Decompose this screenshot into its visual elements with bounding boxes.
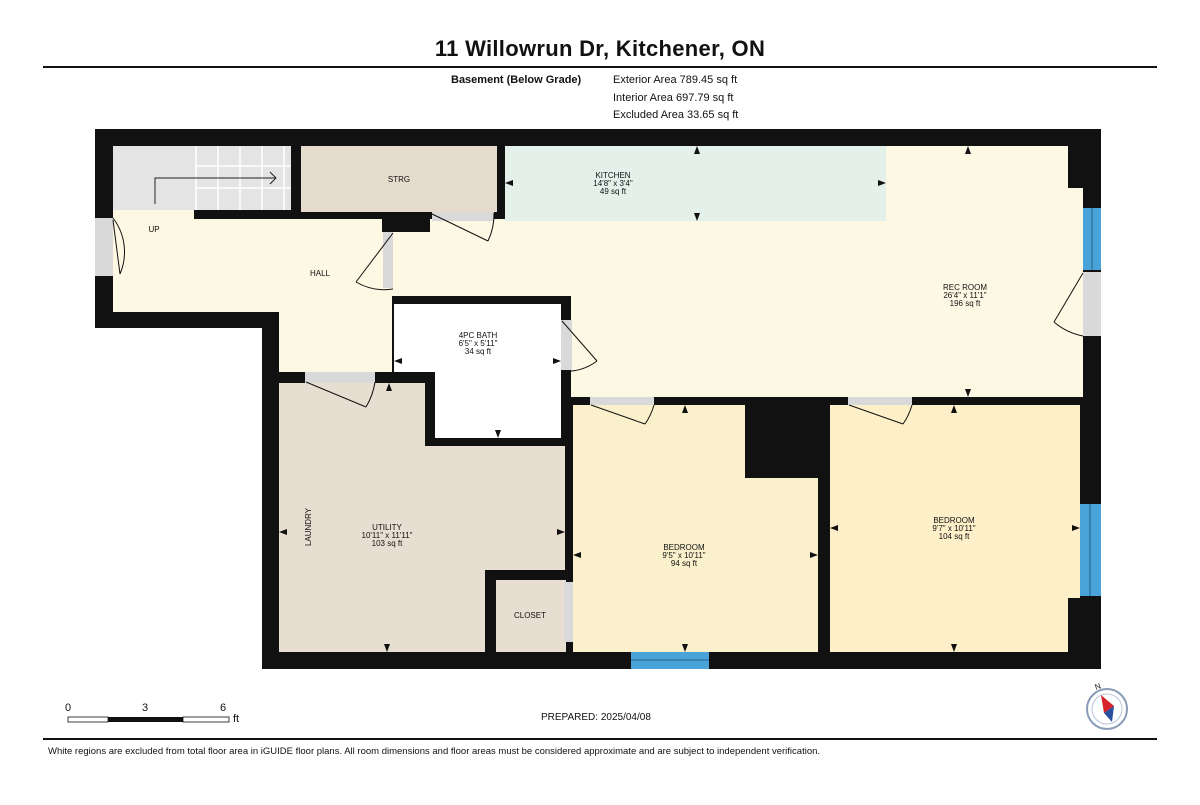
scale-label-0: 0: [65, 702, 72, 714]
scale-label-3: 3: [142, 702, 149, 714]
kitchen-floor: [505, 146, 886, 221]
bedroom-divider: [818, 478, 830, 656]
kitchen-area: 49 sq ft: [600, 187, 627, 196]
bedroom-2-area: 104 sq ft: [939, 532, 970, 541]
footer-disclaimer: White regions are excluded from total fl…: [48, 746, 821, 757]
bath-floor: [394, 304, 561, 372]
scale-bar: [67, 716, 230, 723]
utility-label: UTILITY: [372, 523, 402, 532]
bedroom-column: [745, 397, 828, 478]
strg-label: STRG: [388, 175, 410, 184]
stairs: [195, 146, 291, 210]
bath-dims: 6'5" x 5'11": [459, 339, 498, 348]
interior-area: Interior Area 697.79 sq ft: [613, 92, 734, 104]
hall-post: [382, 212, 430, 232]
strg-floor: [301, 146, 497, 212]
laundry-label: LAUNDRY: [304, 507, 313, 546]
rec-room-dims: 26'4" x 11'1": [943, 291, 986, 300]
bath-area: 34 sq ft: [465, 347, 492, 356]
exterior-area: Exterior Area 789.45 sq ft: [613, 74, 738, 86]
kitchen-label: KITCHEN: [595, 171, 630, 180]
hall-floor: [113, 210, 385, 372]
level-label: Basement (Below Grade): [451, 74, 582, 86]
footer-rule: [43, 738, 1157, 740]
kitchen-dims: 14'8" x 3'4": [593, 179, 633, 188]
rec-room-label: REC ROOM: [943, 283, 987, 292]
bedroom-2-label: BEDROOM: [933, 516, 975, 525]
door-swings: [112, 212, 1084, 425]
windows: [631, 208, 1101, 669]
bedroom-1-dims: 9'5" x 10'11": [662, 551, 705, 560]
bedroom-1-area: 94 sq ft: [671, 559, 698, 568]
title-rule: [43, 66, 1157, 68]
bedroom-1-floor: [573, 405, 818, 652]
door-openings: [95, 212, 1101, 642]
scale-unit: ft: [233, 713, 240, 725]
stairs-direction-arrow: [154, 171, 277, 204]
prepared-date: PREPARED: 2025/04/08: [541, 712, 651, 723]
bath-floor-lower: [435, 372, 561, 438]
utility-area: 103 sq ft: [372, 539, 403, 548]
bedroom-1-label: BEDROOM: [663, 543, 705, 552]
hall-label: HALL: [310, 269, 331, 278]
utility-floor: [279, 383, 565, 652]
rec-room-area: 196 sq ft: [950, 299, 981, 308]
bedroom-2-floor: [830, 405, 1080, 652]
closet-label: CLOSET: [514, 611, 546, 620]
scale-label-6: 6: [220, 702, 227, 714]
dimension-arrows: [279, 146, 1080, 652]
bath-label: 4PC BATH: [459, 331, 498, 340]
page-title: 11 Willowrun Dr, Kitchener, ON: [434, 36, 766, 61]
bedroom-2-dims: 9'7" x 10'11": [932, 524, 975, 533]
compass-icon: [1086, 688, 1128, 730]
compass-north-label: N: [1094, 681, 1103, 692]
closet-floor: [496, 580, 566, 652]
utility-dims: 10'11" x 11'11": [362, 531, 413, 540]
excluded-area: Excluded Area 33.65 sq ft: [613, 109, 739, 121]
up-label: UP: [148, 225, 159, 234]
